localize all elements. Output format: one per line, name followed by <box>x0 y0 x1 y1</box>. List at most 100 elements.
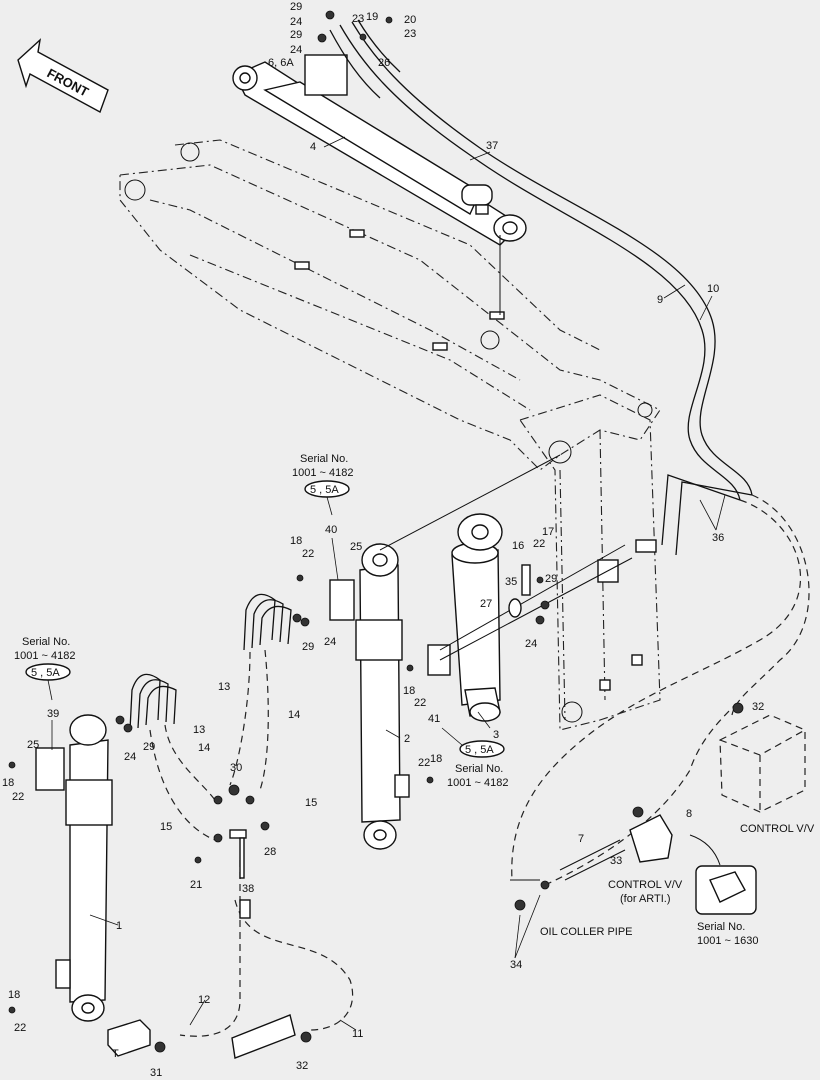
oil-cooler-label: OIL COLLER PIPE <box>540 926 633 938</box>
callout: 34 <box>510 959 522 971</box>
control-valve-box: CONTROL V/V <box>719 714 815 835</box>
callout: 29 <box>143 741 155 753</box>
serial-range: 1001 ~ 4182 <box>447 777 508 789</box>
callout: 2 <box>404 733 410 745</box>
serial-box-3: 5 , 5A Serial No. 1001 ~ 4182 <box>441 727 508 789</box>
callout: 41 <box>428 713 440 725</box>
leader-lines <box>51 136 726 1031</box>
callout: 16 <box>512 540 524 552</box>
control-valve-label: CONTROL V/V <box>740 823 815 835</box>
callout: 14 <box>288 709 300 721</box>
serial-range: 1001 ~ 4182 <box>292 467 353 479</box>
callout: 3 <box>493 729 499 741</box>
callout: 13 <box>193 724 205 736</box>
callout: 14 <box>198 742 210 754</box>
swing-post-outline <box>519 394 661 731</box>
cylinder-1 <box>35 714 113 1022</box>
serial-bottom-title: Serial No. <box>697 921 745 933</box>
control-valve-arti: CONTROL V/V (for ARTI.) Serial No. 1001 … <box>608 814 758 947</box>
callout: 36 <box>712 532 724 544</box>
hose-loops <box>129 593 292 731</box>
serial-title: Serial No. <box>300 453 348 465</box>
callouts-top: 29 24 29 24 6, 6A 23 19 20 23 26 4 37 9 … <box>268 1 719 306</box>
callout: 29 <box>290 29 302 41</box>
callout: 21 <box>190 879 202 891</box>
cylinder-4 <box>232 54 527 315</box>
callout: 24 <box>324 636 336 648</box>
callout: 39 <box>47 708 59 720</box>
callouts-left: 39 25 18 22 29 24 13 14 13 14 30 15 15 2… <box>2 681 764 1079</box>
callout: 4 <box>310 141 316 153</box>
callout: 18 <box>430 753 442 765</box>
callout: 18 <box>403 685 415 697</box>
serial-ref: 5 , 5A <box>310 484 339 496</box>
callout: 24 <box>525 638 537 650</box>
callout: 9 <box>657 294 663 306</box>
serial-box-1: Serial No. 1001 ~ 4182 5 , 5A <box>292 453 353 516</box>
callout: 11 <box>352 1028 363 1040</box>
fittings <box>8 10 744 1014</box>
control-valve-arti-label-1: CONTROL V/V <box>608 879 683 891</box>
callout: 22 <box>12 791 24 803</box>
callout: 7 <box>578 833 584 845</box>
callout: 13 <box>218 681 230 693</box>
callout: 40 <box>325 524 337 536</box>
callout: 6, 6A <box>268 57 294 69</box>
callout: 23 <box>352 13 364 25</box>
callout: 24 <box>290 16 302 28</box>
callout: 35 <box>505 576 517 588</box>
serial-bottom-range: 1001 ~ 1630 <box>697 935 758 947</box>
callout: 15 <box>160 821 172 833</box>
callout: 25 <box>27 739 39 751</box>
callout: 18 <box>2 777 14 789</box>
callout: 28 <box>264 846 276 858</box>
callout: 33 <box>610 855 622 867</box>
callout: 1 <box>116 920 122 932</box>
callout: 22 <box>533 538 545 550</box>
tank-block: T <box>107 1014 312 1060</box>
callout: 18 <box>8 989 20 1001</box>
callout: 10 <box>707 283 719 295</box>
callout: 24 <box>290 44 302 56</box>
callout: 30 <box>230 762 242 774</box>
callout: 24 <box>124 751 136 763</box>
callout: 22 <box>418 757 430 769</box>
callout: 22 <box>14 1022 26 1034</box>
serial-ref: 5 , 5A <box>31 667 60 679</box>
control-valve-arti-label-2: (for ARTI.) <box>620 893 671 905</box>
serial-ref: 5 , 5A <box>465 744 494 756</box>
callout: 38 <box>242 883 254 895</box>
front-arrow: FRONT <box>17 38 109 114</box>
callout: 12 <box>198 994 210 1006</box>
callout: 26 <box>378 57 390 69</box>
callout: 37 <box>486 140 498 152</box>
callout: 32 <box>752 701 764 713</box>
callout: 8 <box>686 808 692 820</box>
boom-outline <box>119 139 661 471</box>
callout: 20 <box>404 14 416 26</box>
callout: 25 <box>350 541 362 553</box>
callout: 27 <box>480 598 492 610</box>
cylinder-2 <box>329 454 561 850</box>
callout: 19 <box>366 11 378 23</box>
callout: 31 <box>150 1067 162 1079</box>
callouts-mid: 16 22 17 29 35 27 24 3 41 22 18 36 2 22 … <box>290 524 724 769</box>
callout: 18 <box>290 535 302 547</box>
callout: 32 <box>296 1060 308 1072</box>
callout: 22 <box>414 697 426 709</box>
hoses-9-10 <box>329 19 753 556</box>
serial-title: Serial No. <box>22 636 70 648</box>
callout: 29 <box>545 573 557 585</box>
callout: 15 <box>305 797 317 809</box>
serial-range: 1001 ~ 4182 <box>14 650 75 662</box>
tank-letter: T <box>112 1048 119 1060</box>
callout: 29 <box>290 1 302 13</box>
callout: 29 <box>302 641 314 653</box>
serial-title: Serial No. <box>455 763 503 775</box>
callout: 23 <box>404 28 416 40</box>
dashed-hoses <box>149 494 810 1037</box>
serial-box-2: Serial No. 1001 ~ 4182 5 , 5A <box>14 636 75 701</box>
callout: 17 <box>542 526 554 538</box>
callout: 22 <box>302 548 314 560</box>
